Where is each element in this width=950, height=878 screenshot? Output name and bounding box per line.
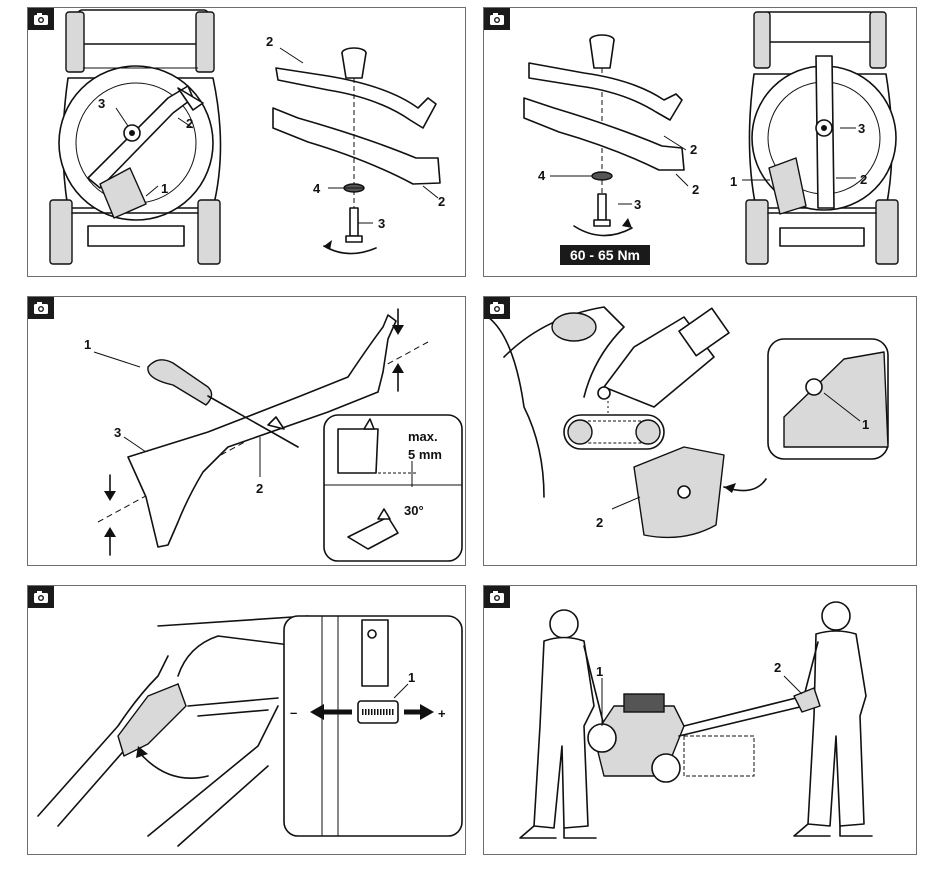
rotation-arrow (574, 226, 632, 236)
blade-removal-illustration: 1 2 2 2 3 3 4 (28, 8, 465, 276)
label-2-lower: 2 (438, 194, 445, 209)
drive-chain (564, 415, 664, 449)
label-3: 3 (114, 425, 121, 440)
label-1: 1 (862, 417, 869, 432)
max-label: max. (408, 429, 438, 444)
panel-carry: 1 2 (483, 585, 917, 855)
label-1: 1 (84, 337, 91, 352)
camera-icon (484, 586, 510, 608)
rotation-arrow (324, 246, 376, 254)
person-left (520, 610, 604, 838)
label-1: 1 (408, 670, 415, 685)
label-2: 2 (596, 515, 603, 530)
panel-blade-install: 1 2 2 2 3 3 4 60 - 65 Nm (483, 7, 917, 277)
camera-icon (28, 586, 54, 608)
camera-icon (484, 297, 510, 319)
blade-adapter (590, 35, 614, 68)
label-2-lower: 2 (692, 182, 699, 197)
torque-value: 60 - 65 Nm (560, 245, 650, 265)
label-3-bolt: 3 (634, 197, 641, 212)
label-2-deck: 2 (186, 116, 193, 131)
bolt (350, 208, 358, 236)
plus-sign: + (438, 706, 446, 721)
lawnmower (588, 694, 804, 782)
angle-label: 30° (404, 503, 424, 518)
label-2-upper: 2 (266, 34, 273, 49)
blade-install-illustration: 1 2 2 2 3 3 4 (484, 8, 916, 276)
label-1: 1 (730, 174, 737, 189)
lubrication-illustration: 1 2 (484, 297, 916, 565)
mm-label: 5 mm (408, 447, 442, 462)
camera-icon (28, 8, 54, 30)
panel-handle-adjust: 1 – + (27, 585, 466, 855)
blade-balance-illustration: 1 2 3 max. 5 mm 30° (28, 297, 465, 565)
carry-illustration: 1 2 (484, 586, 916, 854)
camera-icon (28, 297, 54, 319)
label-3-bolt: 3 (378, 216, 385, 231)
label-4: 4 (313, 181, 321, 196)
label-3-deck: 3 (858, 121, 865, 136)
label-2: 2 (256, 481, 263, 496)
label-2-deck: 2 (860, 172, 867, 187)
panel-blade-removal: 1 2 2 2 3 3 4 (27, 7, 466, 277)
handle-adjust-illustration: 1 – + (28, 586, 465, 854)
label-4: 4 (538, 168, 546, 183)
minus-sign: – (290, 705, 297, 720)
camera-icon (484, 8, 510, 30)
cap (552, 313, 596, 341)
label-2: 2 (774, 660, 781, 675)
person-right (794, 602, 872, 836)
label-2-upper: 2 (690, 142, 697, 157)
label-1: 1 (596, 664, 603, 679)
bolt (598, 194, 606, 220)
panel-lubrication: 1 2 (483, 296, 917, 566)
washer (592, 172, 612, 180)
panel-blade-balance: 1 2 3 max. 5 mm 30° (27, 296, 466, 566)
label-3-deck: 3 (98, 96, 105, 111)
label-1: 1 (161, 181, 168, 196)
blade-adapter (342, 48, 366, 78)
handle-grip (118, 684, 186, 756)
